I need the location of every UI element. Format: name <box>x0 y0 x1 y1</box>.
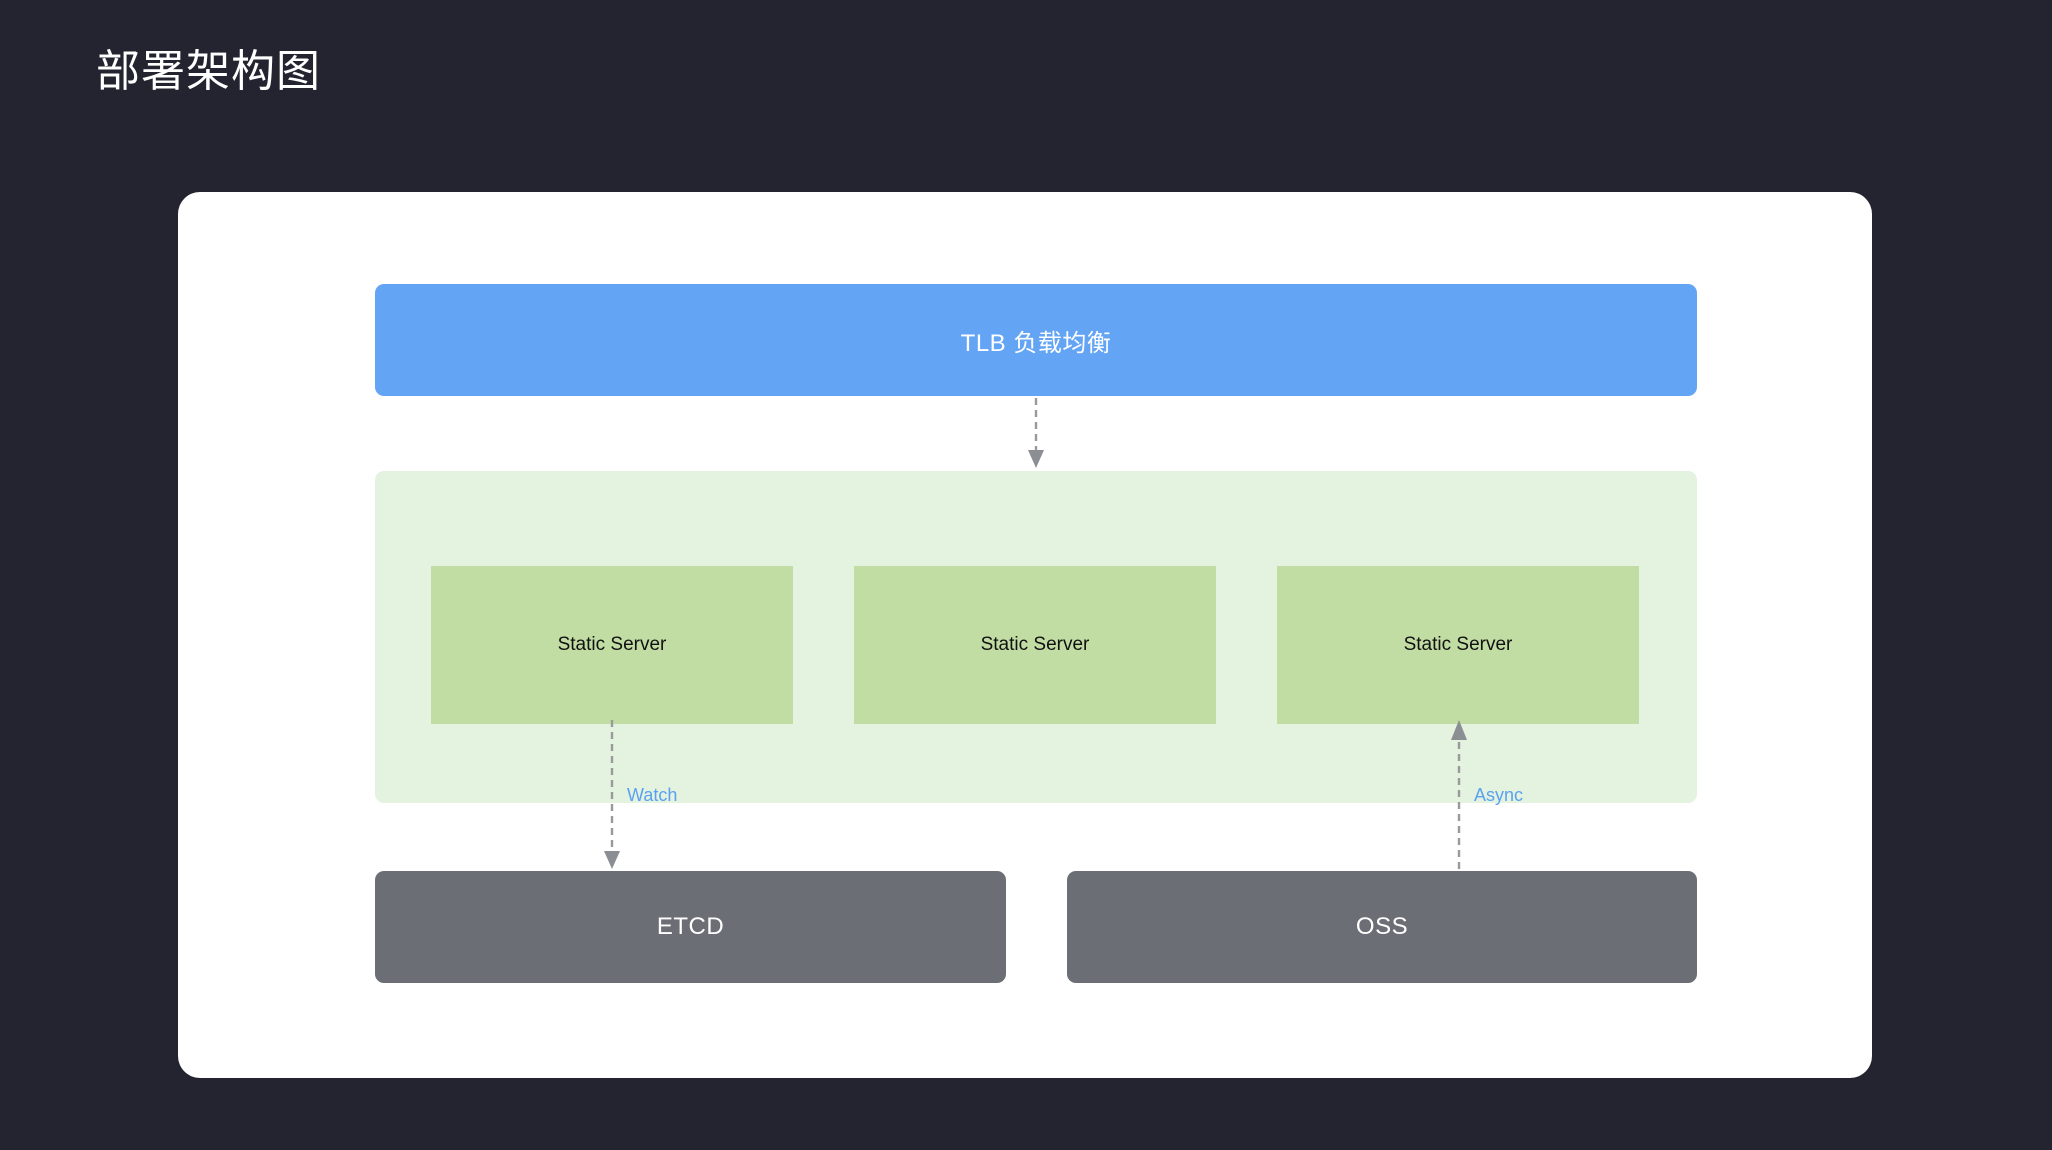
node-label-static-server-3: Static Server <box>1403 634 1513 655</box>
page-title: 部署架构图 <box>96 47 321 96</box>
node-label-static-server-2: Static Server <box>980 634 1090 655</box>
node-server-cluster[interactable]: Static Server Static Server Static Serve… <box>375 471 1697 803</box>
node-label-oss: OSS <box>1355 913 1409 940</box>
edge-label-async: Async <box>1474 785 1524 805</box>
node-static-server-1[interactable]: Static Server <box>431 566 793 724</box>
node-load-balancer[interactable]: TLB 负载均衡 <box>375 284 1697 396</box>
node-label-static-server-1: Static Server <box>557 634 667 655</box>
node-static-server-3[interactable]: Static Server <box>1277 566 1639 724</box>
node-label-etcd: ETCD <box>656 913 725 940</box>
node-static-server-2[interactable]: Static Server <box>854 566 1216 724</box>
edge-label-watch: Watch <box>627 785 678 805</box>
node-oss[interactable]: OSS <box>1067 871 1697 983</box>
node-etcd[interactable]: ETCD <box>375 871 1006 983</box>
node-label-load-balancer: TLB 负载均衡 <box>960 329 1112 357</box>
